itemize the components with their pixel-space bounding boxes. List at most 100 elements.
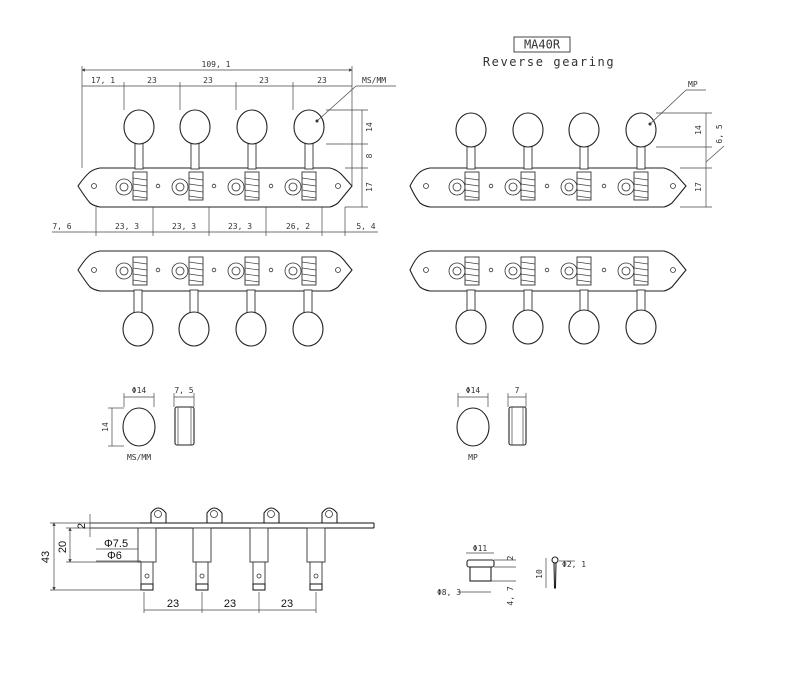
- tuner-unit: [504, 112, 544, 201]
- screw-head: [551, 556, 559, 564]
- dim-right-0: 14: [365, 122, 374, 132]
- knob-height: 14: [101, 422, 110, 432]
- dim-right-2: 17: [694, 182, 703, 192]
- tuner-knob: [293, 109, 325, 145]
- tuner-knob: [123, 109, 155, 145]
- tuner-knob: [179, 109, 211, 145]
- dim-2: 2: [76, 523, 88, 529]
- tuner-knob: [568, 309, 600, 345]
- knob-dia: Φ14: [132, 386, 147, 395]
- string-post: [249, 527, 269, 591]
- bushing-top: Φ11: [473, 544, 488, 553]
- bushing-h2: 4, 7: [506, 586, 515, 605]
- knob-label: MS/MM: [127, 453, 151, 462]
- tuner-knob: [178, 311, 210, 347]
- dim-20: 20: [57, 541, 69, 553]
- top-left-assembly: 109, 1 17, 1 23 23 23 23 7, 6 23, 3 23, …: [52, 60, 396, 236]
- knob-width: 7: [515, 386, 520, 395]
- tuner-knob: [235, 311, 267, 347]
- bushing-flange: [466, 559, 495, 568]
- plate-holes: [91, 267, 341, 273]
- plate-holes: [423, 183, 676, 189]
- knob-front-view: [456, 407, 490, 447]
- tuner-knob: [122, 311, 154, 347]
- tuner-knob: [625, 112, 657, 148]
- screw-dia: Φ2, 1: [562, 560, 586, 569]
- dim-bottom-2: 23, 3: [172, 222, 196, 231]
- tuner-knob: [625, 309, 657, 345]
- tuner-unit: [115, 109, 155, 201]
- dim-top-3: 23: [259, 76, 269, 85]
- dim-bottom-5: 5, 4: [356, 222, 375, 231]
- middle-right-assembly: [409, 250, 687, 345]
- tuner-unit: [617, 256, 657, 345]
- dim-post-6: Φ6: [107, 550, 122, 562]
- dim-post-75: Φ7.5: [104, 538, 128, 550]
- string-post: [137, 527, 157, 591]
- tuner-unit: [284, 109, 325, 201]
- knob-front-view: [122, 407, 156, 447]
- mounting-ears: [150, 507, 338, 523]
- tuner-unit: [115, 256, 154, 347]
- knob-detail-ms-mm: Φ14 7, 5 14 MS/MM: [101, 386, 195, 462]
- tuner-unit: [227, 109, 268, 201]
- dim-right-1: 6, 5: [715, 124, 724, 143]
- tuner-unit: [448, 256, 487, 345]
- callout-ms-mm: MS/MM: [362, 76, 386, 85]
- knob-side-view: [174, 406, 195, 446]
- dim-top-1: 23: [147, 76, 157, 85]
- tuner-unit: [504, 256, 544, 345]
- dim-bottom-0: 7, 6: [52, 222, 71, 231]
- bushing-h1: 2: [506, 555, 515, 560]
- tuner-knob: [512, 112, 544, 148]
- string-post: [306, 527, 326, 591]
- tuner-unit: [227, 256, 267, 347]
- dim-top-2: 23: [203, 76, 213, 85]
- dim-right-0: 14: [694, 125, 703, 135]
- bushing-body: [469, 566, 492, 582]
- tuner-knob: [455, 112, 487, 148]
- side-view: 43 20 2 Φ7.5 Φ6 23 23 23: [40, 507, 375, 613]
- dim-overall: 109, 1: [202, 60, 231, 69]
- bushing-detail: Φ11 2 4, 7 Φ8, 3: [437, 544, 516, 606]
- dim-top-4: 23: [317, 76, 327, 85]
- plate-holes: [91, 183, 341, 189]
- knob-detail-mp: Φ14 7 MP: [456, 386, 527, 462]
- knob-width: 7, 5: [174, 386, 193, 395]
- tuner-unit: [171, 256, 210, 347]
- dim-spacing-2: 23: [281, 598, 293, 610]
- dim-right-1: 8: [365, 153, 374, 158]
- tuner-knob: [512, 309, 544, 345]
- string-post: [192, 527, 212, 591]
- dim-bottom-1: 23, 3: [115, 222, 139, 231]
- knob-dia: Φ14: [466, 386, 481, 395]
- tuner-knob: [292, 311, 324, 347]
- top-right-assembly: 14 6, 5 17 MP: [409, 80, 725, 208]
- dim-43: 43: [40, 551, 52, 563]
- knob-side-view: [508, 406, 527, 446]
- dim-spacing-0: 23: [167, 598, 179, 610]
- tuner-unit: [560, 256, 600, 345]
- plate-holes: [423, 267, 676, 273]
- callout-mp: MP: [688, 80, 698, 89]
- tuner-unit: [617, 112, 657, 201]
- dim-spacing-1: 23: [224, 598, 236, 610]
- dim-bottom-3: 23, 3: [228, 222, 252, 231]
- dim-bottom-4: 26, 2: [286, 222, 310, 231]
- model-label: MA40R: [524, 38, 561, 52]
- tuner-unit: [171, 109, 211, 201]
- middle-left-assembly: [77, 250, 353, 347]
- subtitle: Reverse gearing: [483, 55, 615, 69]
- tuner-knob: [455, 309, 487, 345]
- screw-len: 10: [535, 569, 544, 579]
- knob-label: MP: [468, 453, 478, 462]
- tuner-knob: [236, 109, 268, 145]
- screw-detail: 10 Φ2, 1: [535, 556, 586, 589]
- dim-right-2: 17: [365, 182, 374, 192]
- tuner-knob: [568, 112, 600, 148]
- model-box: [513, 36, 571, 53]
- tuner-unit: [560, 112, 600, 201]
- tuner-unit: [284, 256, 324, 347]
- dim-top-0: 17, 1: [91, 76, 115, 85]
